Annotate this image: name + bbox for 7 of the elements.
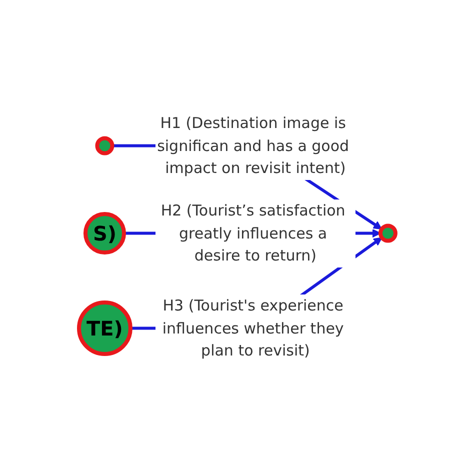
- node-circle: TE): [76, 300, 132, 356]
- node-ellipse: [378, 224, 398, 243]
- edge-label: H1 (Destination image is significan and has a good impact on revisit intent): [156, 114, 349, 177]
- node-ellipse: [95, 136, 114, 156]
- node-circle: S): [83, 212, 126, 255]
- edge-label: H2 (Tourist’s satisfaction greatly influences a desire to return): [160, 202, 346, 264]
- edge-label: H3 (Tourist's experience influences whether they plan to revisit): [162, 296, 344, 360]
